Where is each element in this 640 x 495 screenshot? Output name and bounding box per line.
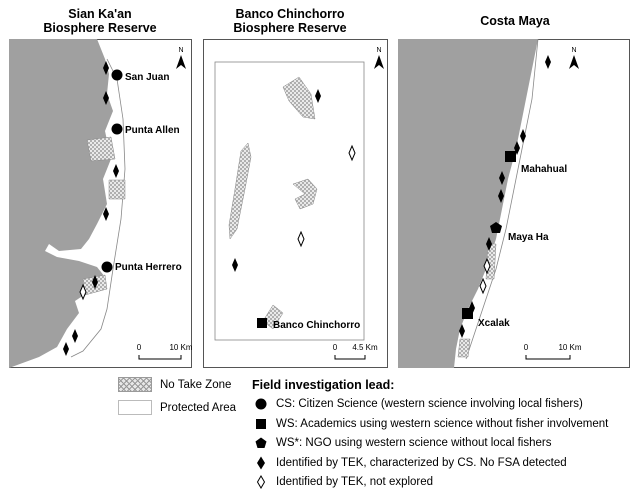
legend-protected-area: Protected Area bbox=[118, 400, 236, 415]
protected-area-outline bbox=[70, 58, 126, 358]
protected-area-swatch bbox=[118, 400, 152, 415]
protected-area-outline bbox=[214, 61, 365, 341]
legend-item-ngo: WS*: NGO using western science without l… bbox=[252, 437, 551, 449]
tek-diamonds bbox=[459, 55, 551, 338]
scale-bar: 0 10 Km bbox=[137, 343, 192, 360]
legend-item-label: Identified by TEK, not explored bbox=[276, 476, 434, 488]
legend-item-cs: CS: Citizen Science (western science inv… bbox=[252, 398, 583, 410]
north-arrow-icon bbox=[569, 55, 579, 69]
no-take-zone-swatch bbox=[118, 377, 152, 392]
marker-ws-banco-chinchorro bbox=[257, 318, 267, 328]
svg-text:10 Km: 10 Km bbox=[558, 343, 581, 352]
north-label: N bbox=[178, 47, 183, 54]
label-san-juan: San Juan bbox=[125, 72, 169, 83]
pentagon-symbol-icon bbox=[255, 437, 267, 448]
label-punta-allen: Punta Allen bbox=[125, 125, 180, 136]
marker-tek-open bbox=[297, 230, 305, 248]
label-banco-chinchorro: Banco Chinchorro bbox=[273, 320, 360, 331]
marker-cs-punta-herrero bbox=[101, 261, 113, 273]
no-take-zone-1 bbox=[86, 136, 116, 162]
diamond-open-icon bbox=[256, 475, 266, 489]
no-take-zone-north bbox=[282, 76, 316, 120]
legend-label: No Take Zone bbox=[160, 378, 232, 391]
label-mahahual: Mahahual bbox=[521, 164, 567, 175]
svg-text:10 Km: 10 Km bbox=[169, 343, 192, 352]
no-take-zone-center bbox=[292, 178, 318, 210]
legend-label: Protected Area bbox=[160, 401, 237, 414]
legend-no-take-zone: No Take Zone bbox=[118, 377, 231, 392]
diamond-filled-icon bbox=[257, 456, 265, 470]
north-arrow-icon bbox=[176, 55, 186, 69]
map-panel-costa-maya: N Mahahual Maya Ha Xcalak 0 10 Km bbox=[398, 39, 630, 368]
panel-title-costa-maya: Costa Maya bbox=[480, 14, 550, 28]
marker-cs-punta-allen bbox=[111, 123, 123, 135]
north-label: N bbox=[376, 47, 381, 54]
map-panel-sian-kaan: N San Juan Punta Allen Punta Herrero 0 1… bbox=[9, 39, 192, 368]
no-take-zone-2 bbox=[457, 338, 471, 358]
svg-text:0: 0 bbox=[524, 343, 529, 352]
land-mass bbox=[398, 39, 538, 368]
no-take-zone-2 bbox=[108, 179, 126, 200]
square-symbol-icon bbox=[256, 419, 266, 429]
north-arrow-icon bbox=[374, 55, 384, 69]
marker-tek-filled bbox=[315, 89, 321, 103]
legend-item-label: WS: Academics using western science with… bbox=[276, 418, 609, 430]
legend-item-label: CS: Citizen Science (western science inv… bbox=[276, 398, 583, 410]
panel-title-sian-kaan: Sian Ka'an Biosphere Reserve bbox=[43, 7, 157, 35]
protected-area-outline bbox=[465, 39, 539, 360]
marker-ws-xcalak bbox=[462, 308, 473, 319]
scale-bar: 0 4.5 Km bbox=[333, 343, 378, 360]
legend-heading: Field investigation lead: bbox=[252, 378, 395, 392]
no-take-zone-west bbox=[228, 142, 252, 240]
marker-ws-mahahual bbox=[505, 151, 516, 162]
north-label: N bbox=[571, 47, 576, 54]
marker-tek-open bbox=[348, 144, 356, 162]
map-panel-banco-chinchorro: N Banco Chinchorro 0 4.5 Km bbox=[203, 39, 388, 368]
legend-item-tek-filled: Identified by TEK, characterized by CS. … bbox=[252, 456, 567, 470]
svg-text:0: 0 bbox=[137, 343, 142, 352]
legend-item-label: WS*: NGO using western science without l… bbox=[276, 437, 552, 449]
marker-tek-open bbox=[79, 283, 87, 301]
legend-item-tek-open: Identified by TEK, not explored bbox=[252, 475, 433, 489]
label-maya-ha: Maya Ha bbox=[508, 232, 549, 243]
label-punta-herrero: Punta Herrero bbox=[115, 262, 182, 273]
label-xcalak: Xcalak bbox=[478, 318, 510, 329]
marker-tek-open bbox=[483, 257, 491, 275]
scale-bar: 0 10 Km bbox=[524, 343, 582, 360]
panel-title-banco-chinchorro: Banco Chinchorro Biosphere Reserve bbox=[233, 7, 347, 35]
marker-tek-filled bbox=[232, 258, 238, 272]
marker-cs-san-juan bbox=[111, 69, 123, 81]
tek-diamonds bbox=[63, 61, 119, 356]
marker-tek-open bbox=[479, 277, 487, 295]
marker-ngo-maya-ha bbox=[490, 222, 502, 233]
legend-item-ws: WS: Academics using western science with… bbox=[252, 418, 608, 430]
no-take-zone-south bbox=[262, 304, 284, 330]
legend-item-label: Identified by TEK, characterized by CS. … bbox=[276, 457, 567, 469]
svg-text:0: 0 bbox=[333, 343, 338, 352]
circle-symbol-icon bbox=[255, 398, 267, 410]
svg-text:4.5 Km: 4.5 Km bbox=[352, 343, 378, 352]
